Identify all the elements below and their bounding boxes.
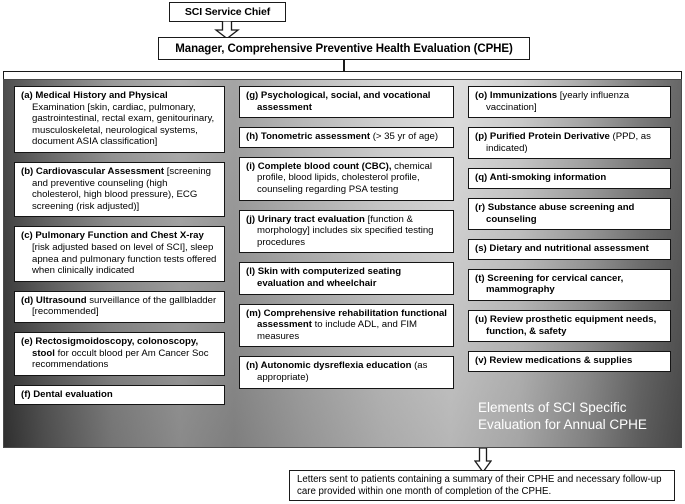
element-title: Comprehensive rehabilitation functional … [257,307,447,331]
element-detail: (> 35 yr of age) [370,131,439,143]
element-box-t: (t) Screening for cervical cancer, mammo… [468,268,671,301]
down-block-arrow-bottom-icon [474,448,492,474]
element-title: Immunizations [489,90,558,101]
element-letter: (d) [21,294,36,306]
element-detail: chemical profile, blood lipids, choleste… [257,160,433,195]
manager-connector-line [343,60,345,72]
down-block-arrow-icon [214,20,240,40]
element-box-h: (h) Tonometric assessment (> 35 yr of ag… [239,127,454,148]
element-letter: (j) [246,213,258,225]
sci-service-chief-box: SCI Service Chief [169,2,286,22]
element-title: Autonomic dysreflexia education [260,360,412,372]
element-letter: (q) [475,172,490,184]
element-title: Skin with computerized seating evaluatio… [257,266,402,289]
element-letter: (b) [21,165,36,177]
column-middle: (g) Psychological, social, and vocationa… [233,80,462,447]
element-letter: (t) [475,272,488,284]
element-title: Ultrasound [35,294,87,306]
element-box-v: (v) Review medications & supplies [468,351,671,372]
element-title: Anti-smoking information [489,172,607,184]
element-title: Urinary tract evaluation [257,213,365,225]
element-box-f: (f) Dental evaluation [14,384,225,406]
panel-caption: Elements of SCI Specific Evaluation for … [478,400,668,433]
element-detail: [risk adjusted based on level of SCI], s… [32,241,217,277]
element-detail: (PPD, as indicated) [486,131,651,154]
element-box-s: (s) Dietary and nutritional assessment [468,239,671,260]
element-title: Substance abuse screening and counseling [486,201,635,225]
element-box-u: (u) Review prosthetic equipment needs, f… [468,309,671,343]
element-box-o: (o) Immunizations [yearly influenza vacc… [468,86,671,119]
element-detail: for occult blood per Am Cancer Soc recom… [32,347,209,371]
sci-service-chief-label: SCI Service Chief [184,6,271,18]
element-title: Dental evaluation [33,388,113,400]
element-title: Medical History and Physical [35,90,168,101]
element-title: Tonometric assessment [260,131,371,143]
element-letter: (m) [246,307,264,319]
element-letter: (n) [246,360,261,372]
manager-cphe-box: Manager, Comprehensive Preventive Health… [158,37,530,60]
element-letter: (s) [475,243,490,255]
element-title: Rectosigmoidoscopy, colonoscopy, stool [32,335,199,359]
panel-caption-line1: Elements of SCI Specific [478,400,627,415]
element-box-g: (g) Psychological, social, and vocationa… [239,86,454,119]
element-letter: (u) [475,313,490,325]
element-letter: (f) [21,388,34,400]
element-letter: (r) [475,201,488,213]
element-box-p: (p) Purified Protein Derivative (PPD, as… [468,127,671,160]
element-letter: (c) [21,230,36,242]
element-box-c: (c) Pulmonary Function and Chest X-ray [… [14,226,225,282]
element-box-a: (a) Medical History and Physical Examina… [14,86,225,153]
element-detail: Examination [skin, cardiac, pulmonary, g… [32,101,215,148]
element-letter: (a) [21,90,36,101]
column-right: (o) Immunizations [yearly influenza vacc… [462,80,681,447]
letters-to-patients-text: Letters sent to patients containing a su… [297,474,662,497]
element-title: Psychological, social, and vocational as… [257,90,431,113]
element-letter: (i) [246,160,258,172]
element-box-r: (r) Substance abuse screening and counse… [468,197,671,231]
element-letter: (p) [475,131,490,143]
column-left: (a) Medical History and Physical Examina… [4,80,233,447]
element-detail: to include ADL, and FIM measures [257,319,417,342]
element-letter: (g) [246,90,261,101]
element-title: Complete blood count (CBC), [257,160,392,172]
element-detail: [yearly influenza vaccination] [486,90,630,113]
letters-to-patients-box: Letters sent to patients containing a su… [289,470,675,501]
element-title: Screening for cervical cancer, mammograp… [486,272,624,296]
element-box-b: (b) Cardiovascular Assessment [screening… [14,161,225,218]
element-letter: (v) [475,355,490,367]
panel-bracket-connector [3,71,682,80]
element-title: Cardiovascular Assessment [35,165,165,177]
element-box-e: (e) Rectosigmoidoscopy, colonoscopy, sto… [14,331,225,376]
element-box-q: (q) Anti-smoking information [468,168,671,189]
elements-panel: (a) Medical History and Physical Examina… [3,79,682,448]
element-box-d: (d) Ultrasound surveillance of the gallb… [14,290,225,323]
element-box-m: (m) Comprehensive rehabilitation functio… [239,303,454,348]
element-box-j: (j) Urinary tract evaluation [function &… [239,209,454,254]
element-box-i: (i) Complete blood count (CBC), chemical… [239,156,454,201]
element-detail: [screening and preventive counseling (hi… [32,165,212,212]
element-letter: (h) [246,131,261,143]
element-title: Pulmonary Function and Chest X-ray [35,230,204,242]
element-title: Purified Protein Derivative [489,131,610,143]
element-detail: [function & morphology] includes six spe… [257,213,434,248]
element-detail: (as appropriate) [257,360,428,383]
element-letter: (l) [246,266,258,278]
element-title: Review prosthetic equipment needs, funct… [486,313,657,337]
manager-cphe-label: Manager, Comprehensive Preventive Health… [175,42,513,55]
element-box-n: (n) Autonomic dysreflexia education (as … [239,356,454,389]
element-letter: (o) [475,90,490,101]
element-title: Dietary and nutritional assessment [489,243,649,255]
element-box-l: (l) Skin with computerized seating evalu… [239,262,454,295]
element-letter: (e) [21,335,36,347]
element-title: Review medications & supplies [489,355,633,367]
element-detail: surveillance of the gallbladder [recomme… [32,294,217,318]
panel-caption-line2: Evaluation for Annual CPHE [478,416,647,432]
